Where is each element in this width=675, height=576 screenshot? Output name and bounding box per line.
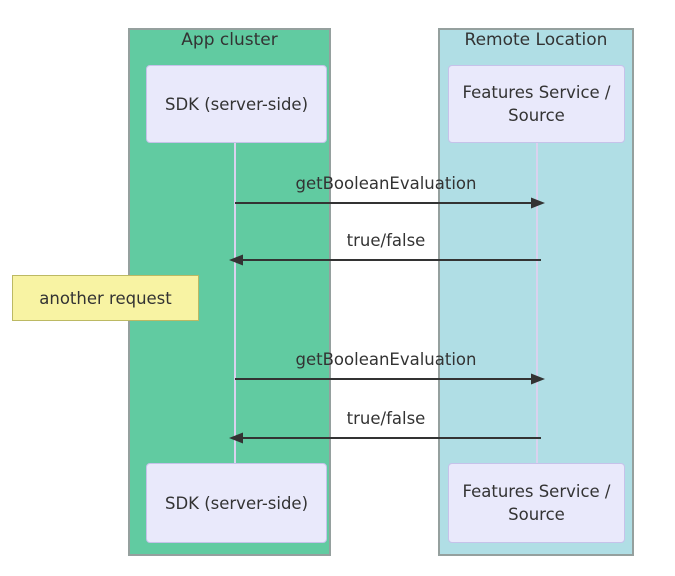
group-label-app-cluster: App cluster <box>181 30 278 50</box>
message-label-4: true/false <box>346 409 426 428</box>
group-label-remote-location: Remote Location <box>464 30 608 50</box>
lifeline-features-service <box>536 143 538 463</box>
actor-box-sdk-top: SDK (server-side) <box>146 65 327 143</box>
message-label-1: getBooleanEvaluation <box>295 174 477 193</box>
actor-box-sdk-bottom: SDK (server-side) <box>146 463 327 543</box>
lifeline-sdk <box>234 143 236 463</box>
message-label-2: true/false <box>346 231 426 250</box>
actor-box-features-service-bottom: Features Service / Source <box>448 463 625 543</box>
note-another-request: another request <box>12 275 199 321</box>
message-label-3: getBooleanEvaluation <box>295 350 477 369</box>
actor-box-features-service-top: Features Service / Source <box>448 65 625 143</box>
